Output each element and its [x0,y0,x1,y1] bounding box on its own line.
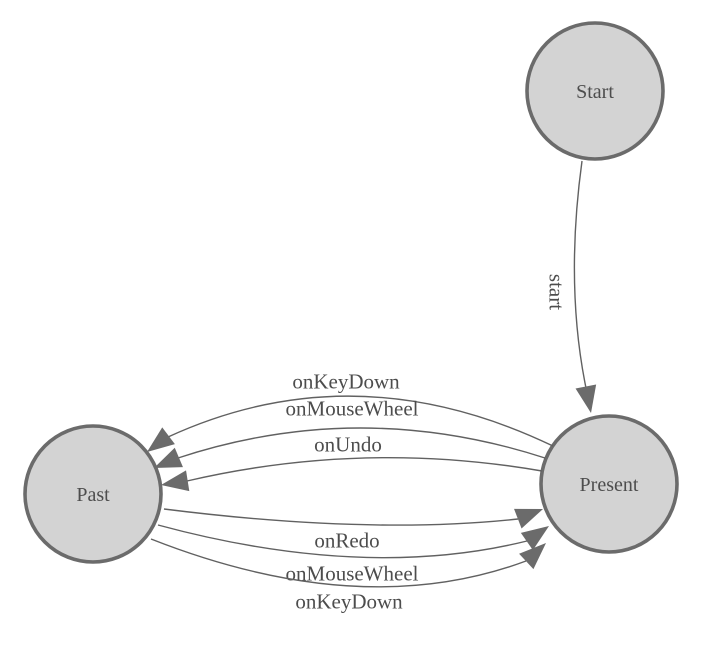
state-label-past: Past [76,484,110,506]
transition-label: start [545,274,569,310]
arrowhead-icon [147,427,175,452]
transition-present-to-past-onkeydown: onKeyDown [147,369,554,452]
state-node-present[interactable]: Present [539,414,679,554]
transition-path[interactable] [150,538,527,588]
arrowhead-icon [154,447,183,468]
transition-start-to-present: start [545,160,597,413]
transition-label: onKeyDown [295,589,403,613]
state-label-start: Start [576,81,614,103]
arrowhead-icon [519,543,546,570]
arrowhead-icon [514,508,543,529]
transition-label: onUndo [314,432,382,456]
transition-path[interactable] [186,456,543,482]
transition-path[interactable] [573,160,587,389]
transition-path[interactable] [167,395,554,447]
arrowhead-icon [575,384,597,413]
transition-past-to-present-onredo: onRedo [163,508,543,552]
transition-label: onMouseWheel [286,396,419,420]
transition-present-to-past-onundo: onUndo [161,432,543,492]
transition-label: onRedo [314,528,379,552]
state-circle-past[interactable] [23,424,163,564]
state-circle-present[interactable] [539,414,679,554]
transition-present-to-past-onmousewheel: onMouseWheel [154,396,546,468]
transition-path[interactable] [177,427,546,459]
transition-past-to-present-onkeydown: onKeyDown [150,538,546,613]
state-circle-start[interactable] [525,21,665,161]
state-node-past[interactable]: Past [23,424,163,564]
arrowhead-icon [520,526,549,551]
transition-label: onKeyDown [292,369,400,393]
arrowhead-icon [161,470,190,492]
transition-path[interactable] [157,524,528,559]
state-label-present: Present [580,474,639,496]
transition-path[interactable] [163,508,519,526]
state-node-start[interactable]: Start [525,21,665,161]
